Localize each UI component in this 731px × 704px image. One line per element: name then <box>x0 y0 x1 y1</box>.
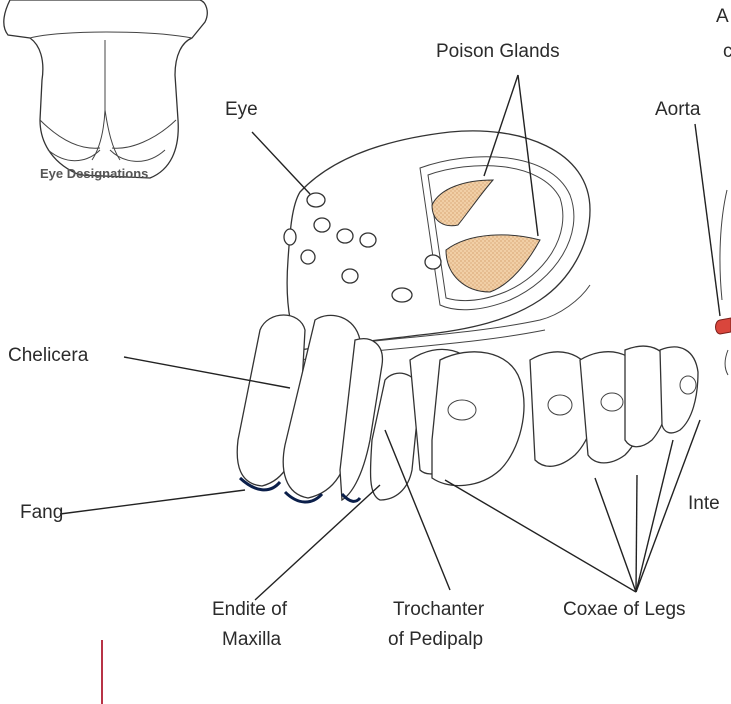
chelicerae <box>237 315 382 502</box>
eye-label: Eye <box>225 98 258 122</box>
trochanter-label-line1: Trochanter <box>393 598 484 622</box>
endite-label-line2: Maxilla <box>222 628 281 652</box>
endite-label-line1: Endite of <box>212 598 287 622</box>
chelicera-label: Chelicera <box>8 344 88 368</box>
coxae-label: Coxae of Legs <box>563 598 686 622</box>
poison-glands-label: Poison Glands <box>436 40 560 64</box>
eye-designations-caption: Eye Designations <box>40 162 148 186</box>
cropped-label-right: Inte <box>688 492 720 516</box>
fang-label: Fang <box>20 501 63 525</box>
cropped-label-top-right: A <box>716 5 729 29</box>
aorta-vessel <box>716 190 731 375</box>
coxae-group <box>370 346 698 500</box>
trochanter-label-line2: of Pedipalp <box>388 628 483 652</box>
aorta-label: Aorta <box>655 98 700 122</box>
cropped-label-top-right-2: c <box>723 40 731 64</box>
eye-designations-inset <box>4 0 207 178</box>
